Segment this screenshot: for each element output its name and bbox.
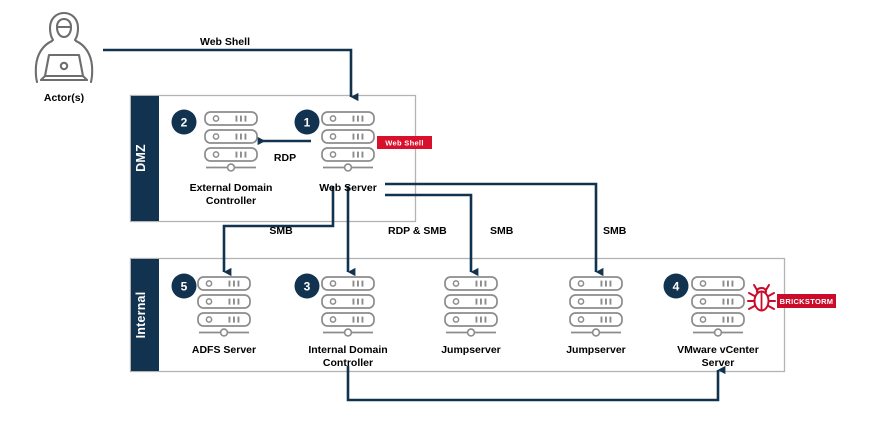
connector-web-to-jump1 (385, 193, 479, 277)
step-badge-2 (171, 109, 197, 135)
zone-label-dmz: DMZ (134, 144, 148, 172)
connector-actor-to-web (103, 48, 359, 102)
step-number-4: 4 (673, 280, 680, 294)
connector-label-rdp-smb: RDP & SMB (388, 225, 447, 237)
node-label-vmware-vcenter-server-line1: VMware vCenter (677, 344, 759, 356)
brickstorm-badge: BRICKSTORM (777, 294, 836, 308)
step-number-5: 5 (181, 280, 188, 294)
connector-label-rdp: RDP (274, 152, 296, 164)
step-badge-1 (294, 109, 320, 135)
node-jumpserver-1[interactable]: Jumpserver (441, 276, 501, 356)
connector-label-smb-adfs: SMB (269, 225, 293, 237)
step-badge-3 (294, 273, 320, 299)
node-label-adfs-server: ADFS Server (192, 344, 256, 356)
connector-label-smb-jump2: SMB (603, 225, 627, 237)
node-vmware-vcenter-server[interactable]: 4 VMware vCenter Server BRICKSTORM (663, 273, 837, 370)
step-number-1: 1 (304, 116, 311, 130)
node-label-vmware-vcenter-server-line2: Server (702, 357, 735, 369)
step-badge-5 (171, 273, 197, 299)
web-shell-badge-label: Web Shell (385, 139, 423, 148)
node-external-domain-controller[interactable]: 2 External Domain Controller (171, 109, 273, 208)
node-label-web-server: Web Server (319, 182, 377, 194)
node-label-jumpserver-2: Jumpserver (566, 344, 626, 356)
zone-label-internal: Internal (134, 292, 148, 339)
connector-web-to-adfs (222, 186, 335, 277)
hooded-actor-laptop-icon (34, 11, 94, 84)
node-adfs-server[interactable]: 5 ADFS Server (171, 273, 257, 357)
node-label-external-domain-controller-line1: External Domain (190, 182, 273, 194)
actor-node: Actor(s) (34, 11, 94, 104)
node-label-internal-domain-controller-line2: Controller (323, 357, 373, 369)
connector-label-web-shell: Web Shell (200, 36, 250, 48)
step-number-2: 2 (181, 116, 188, 130)
web-shell-badge: Web Shell (377, 136, 432, 149)
node-jumpserver-2[interactable]: Jumpserver (566, 276, 626, 356)
connector-intdc-to-vcenter (346, 365, 726, 402)
bug-icon (747, 284, 776, 312)
node-label-internal-domain-controller-line1: Internal Domain (308, 344, 387, 356)
node-internal-domain-controller[interactable]: 3 Internal Domain Controller (294, 273, 388, 370)
node-label-external-domain-controller-line2: Controller (206, 195, 256, 207)
brickstorm-badge-label: BRICKSTORM (780, 297, 834, 306)
connector-web-to-jump2 (385, 182, 604, 277)
node-web-server[interactable]: 1 Web Server Web Shell (294, 109, 433, 195)
step-number-3: 3 (304, 280, 311, 294)
node-label-jumpserver-1: Jumpserver (441, 344, 501, 356)
connector-label-smb-jump1: SMB (490, 225, 514, 237)
actor-label: Actor(s) (44, 92, 84, 104)
step-badge-4 (663, 273, 689, 299)
